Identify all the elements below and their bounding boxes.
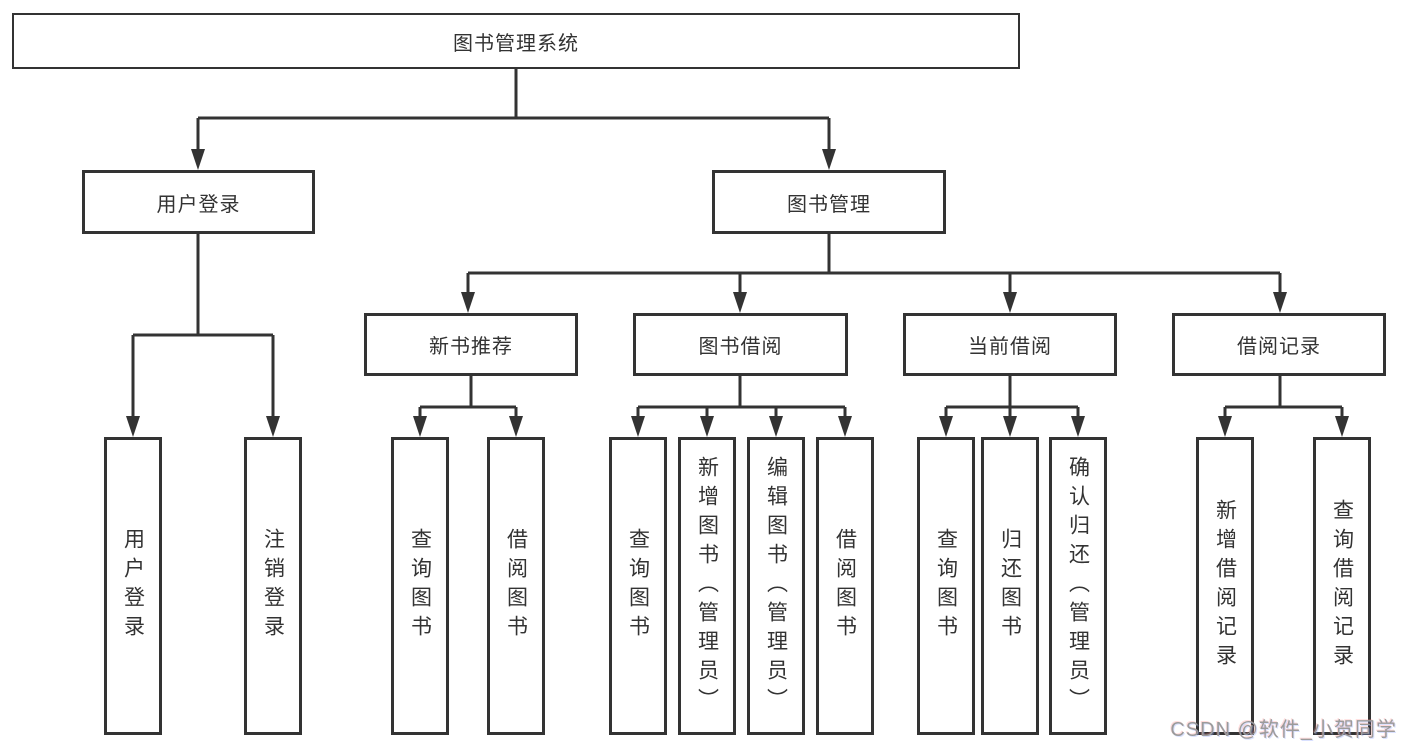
leaf-query-book-1-label: 查询图书 [408, 528, 432, 644]
csdn-watermark: CSDN @软件_小贺同学 [1170, 719, 1397, 741]
node-book-borrow-label: 图书借阅 [698, 336, 783, 358]
arrowhead [769, 416, 783, 437]
node-book-management-label: 图书管理 [787, 193, 871, 216]
arrowhead [700, 416, 714, 437]
leaf-query-book-1: 查询图书 [391, 437, 449, 735]
node-new-book-recommend-label: 新书推荐 [429, 336, 513, 358]
leaf-return-book: 归还图书 [981, 437, 1039, 735]
leaf-query-book-2-label: 查询图书 [626, 528, 650, 644]
leaf-borrow-book-2: 借阅图书 [816, 437, 874, 735]
node-root-label: 图书管理系统 [453, 32, 579, 55]
connector-root [196, 69, 831, 160]
arrowhead [461, 292, 475, 313]
leaf-add-book-admin: 新增图书（管理员） [678, 437, 736, 735]
arrowhead [939, 416, 953, 437]
arrowhead [1003, 416, 1017, 437]
node-user-login: 用户登录 [82, 170, 315, 234]
connector-borrow-records [1223, 376, 1344, 427]
arrowhead [822, 149, 836, 170]
leaf-query-borrow-record: 查询借阅记录 [1313, 437, 1371, 735]
leaf-add-borrow-record: 新增借阅记录 [1196, 437, 1254, 735]
node-book-borrow: 图书借阅 [633, 313, 848, 376]
node-current-borrow: 当前借阅 [903, 313, 1117, 376]
node-root: 图书管理系统 [12, 13, 1020, 69]
arrowhead [266, 416, 280, 437]
leaf-confirm-return-admin: 确认归还（管理员） [1049, 437, 1107, 735]
leaf-query-book-3-label: 查询图书 [934, 528, 958, 644]
node-book-management: 图书管理 [712, 170, 946, 234]
arrowhead [126, 416, 140, 437]
arrowhead [1003, 292, 1017, 313]
leaf-borrow-book-1-label: 借阅图书 [504, 528, 528, 644]
leaf-borrow-book-2-label: 借阅图书 [833, 528, 857, 644]
leaf-query-book-2: 查询图书 [609, 437, 667, 735]
arrowhead [1335, 416, 1349, 437]
arrowhead [1218, 416, 1232, 437]
leaf-return-book-label: 归还图书 [998, 528, 1022, 644]
leaf-borrow-book-1: 借阅图书 [487, 437, 545, 735]
connector-user-login [131, 234, 275, 427]
arrowhead [1071, 416, 1085, 437]
node-current-borrow-label: 当前借阅 [968, 336, 1052, 358]
node-borrow-records-label: 借阅记录 [1237, 336, 1321, 358]
leaf-confirm-return-admin-label: 确认归还（管理员） [1066, 455, 1090, 717]
connector-new-book-recommend [418, 376, 518, 427]
node-borrow-records: 借阅记录 [1172, 313, 1386, 376]
leaf-logout-label: 注销登录 [261, 528, 285, 644]
leaf-add-book-admin-label: 新增图书（管理员） [695, 455, 719, 717]
node-user-login-label: 用户登录 [156, 193, 241, 216]
leaf-add-borrow-record-label: 新增借阅记录 [1213, 499, 1237, 673]
leaf-edit-book-admin-label: 编辑图书（管理员） [764, 455, 788, 717]
connector-book-management [466, 234, 1282, 303]
leaf-logout: 注销登录 [244, 437, 302, 735]
leaf-user-login-label: 用户登录 [121, 528, 145, 644]
leaf-user-login: 用户登录 [104, 437, 162, 735]
leaf-query-borrow-record-label: 查询借阅记录 [1330, 499, 1354, 673]
arrowhead [733, 292, 747, 313]
leaf-edit-book-admin: 编辑图书（管理员） [747, 437, 805, 735]
leaf-query-book-3: 查询图书 [917, 437, 975, 735]
arrowhead [509, 416, 523, 437]
arrowhead [413, 416, 427, 437]
arrowhead [838, 416, 852, 437]
connector-book-borrow [636, 376, 847, 427]
arrowhead [1273, 292, 1287, 313]
node-new-book-recommend: 新书推荐 [364, 313, 578, 376]
arrowhead [631, 416, 645, 437]
arrowhead [191, 149, 205, 170]
